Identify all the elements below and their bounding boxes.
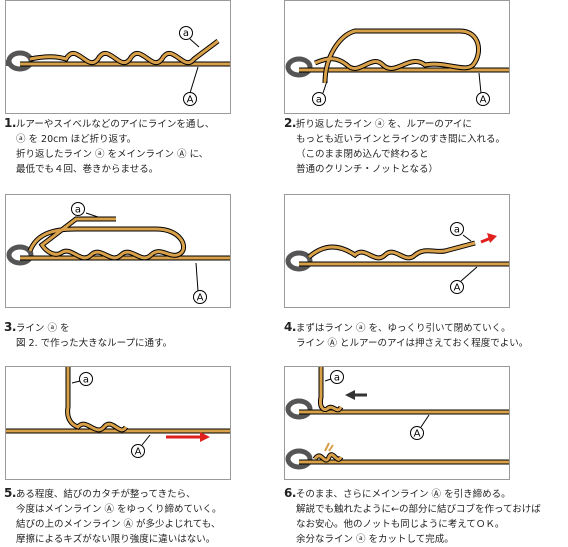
svg-text:a: a bbox=[83, 375, 89, 386]
knot-arrow-icon bbox=[345, 390, 355, 400]
svg-text:A: A bbox=[414, 429, 421, 440]
diagram-3-drawing: a A bbox=[6, 202, 230, 304]
diagram-panel-4: a A bbox=[284, 194, 510, 308]
label-A: A bbox=[187, 95, 194, 106]
svg-text:a: a bbox=[334, 373, 340, 384]
diagram-panel-6: a A bbox=[284, 366, 510, 480]
diagram-5-drawing: a A bbox=[6, 367, 230, 458]
step-5-caption: 5.ある程度、結びのカタチが整ってきたら、 今度はメインライン Ⓐ をゆっくり締… bbox=[4, 486, 222, 545]
svg-text:a: a bbox=[316, 95, 322, 106]
svg-text:A: A bbox=[135, 447, 142, 458]
diagram-1-drawing: a A bbox=[6, 26, 230, 106]
diagram-6-drawing: a A bbox=[285, 367, 509, 470]
step-4-caption: 4.まずはライン ⓐ を、ゆっくり引いて閉めていく。 ライン Ⓐ とルアーのアイ… bbox=[284, 320, 529, 349]
diagram-2-drawing: a A bbox=[285, 28, 509, 106]
svg-text:A: A bbox=[454, 283, 461, 294]
step-3-caption: 3.ライン ⓐ を 図 2. で作った大きなループに通す。 bbox=[4, 320, 173, 349]
step-number: 1. bbox=[4, 116, 16, 130]
diagram-panel-5: a A bbox=[5, 366, 231, 480]
svg-text:A: A bbox=[197, 293, 204, 304]
step-1-caption: 1.ルアーやスイベルなどのアイにラインを通し、 ⓐ を 20cm ほど折り返す。… bbox=[4, 116, 215, 175]
diagram-panel-1: a A bbox=[5, 0, 231, 114]
label-a: a bbox=[183, 28, 189, 39]
step-number: 4. bbox=[284, 320, 296, 334]
step-number: 3. bbox=[4, 320, 16, 334]
eye-icon bbox=[6, 50, 34, 72]
diagram-panel-3: a A bbox=[5, 194, 231, 308]
diagram-4-drawing: a A bbox=[285, 222, 509, 294]
step-number: 5. bbox=[4, 486, 16, 500]
pull-arrow-icon bbox=[487, 233, 497, 243]
svg-text:a: a bbox=[75, 205, 81, 216]
svg-text:a: a bbox=[454, 225, 460, 236]
step-number: 6. bbox=[284, 486, 296, 500]
step-number: 2. bbox=[284, 116, 296, 130]
tag-line-a bbox=[29, 39, 219, 65]
pull-arrow-icon bbox=[200, 432, 210, 442]
svg-text:A: A bbox=[480, 95, 487, 106]
step-2-caption: 2.折り返したライン ⓐ を、ルアーのアイに もっとも近いラインとラインのすき間… bbox=[284, 116, 506, 175]
diagram-panel-2: a A bbox=[284, 0, 510, 114]
step-6-caption: 6.そのまま、さらにメインライン Ⓐ を引き締める。 解説でも触れたように←の部… bbox=[284, 486, 541, 545]
